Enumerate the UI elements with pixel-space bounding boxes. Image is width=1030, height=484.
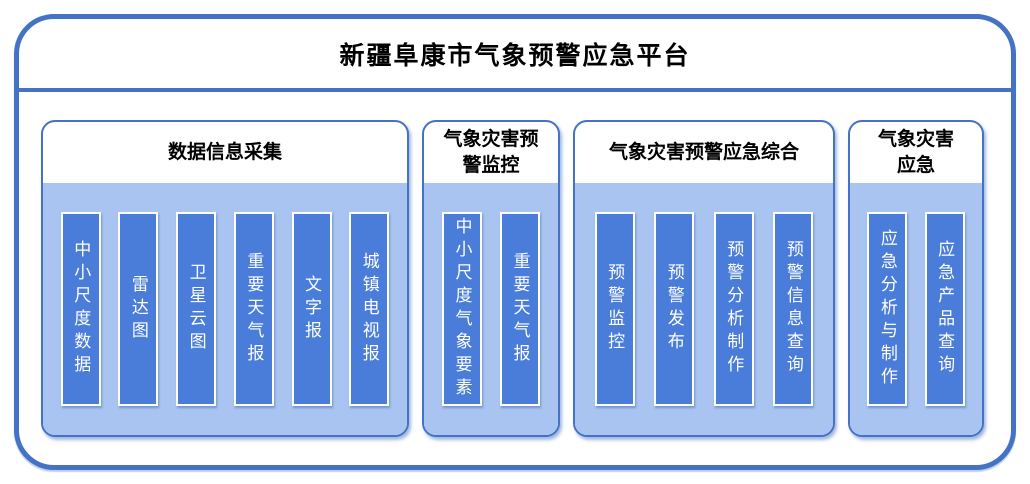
panel-header: 气象灾害应急 xyxy=(850,122,982,183)
module-item: 卫星云图 xyxy=(176,212,217,406)
panel-body: 应急分析与制作 应急产品查询 xyxy=(850,183,982,435)
panel-title: 气象灾害预警监控 xyxy=(443,128,539,176)
module-item: 中小尺度数据 xyxy=(60,212,101,406)
panel-body: 中小尺度气象要素 重要天气报 xyxy=(424,183,558,435)
panel-title: 气象灾害应急 xyxy=(877,128,954,176)
platform-title: 新疆阜康市气象预警应急平台 xyxy=(339,41,691,70)
panel-data-collection: 数据信息采集 中小尺度数据 雷达图 卫星云图 重要天气报 文字报 城镇电视报 xyxy=(41,120,409,437)
panel-title: 数据信息采集 xyxy=(167,141,282,163)
module-item: 应急分析与制作 xyxy=(867,212,908,406)
module-item: 重要天气报 xyxy=(233,212,274,406)
panel-header: 气象灾害预警监控 xyxy=(424,122,558,183)
module-item: 应急产品查询 xyxy=(924,212,965,406)
module-item: 预警信息查询 xyxy=(773,212,814,406)
panel-title: 气象灾害预警应急综合 xyxy=(608,141,799,163)
diagram-content: 数据信息采集 中小尺度数据 雷达图 卫星云图 重要天气报 文字报 城镇电视报 气… xyxy=(19,92,1011,465)
platform-diagram-frame: 新疆阜康市气象预警应急平台 数据信息采集 中小尺度数据 雷达图 卫星云图 重要天… xyxy=(14,14,1016,470)
platform-title-bar: 新疆阜康市气象预警应急平台 xyxy=(19,19,1011,92)
module-item: 预警分析制作 xyxy=(713,212,754,406)
panel-body: 中小尺度数据 雷达图 卫星云图 重要天气报 文字报 城镇电视报 xyxy=(43,183,407,435)
panel-header: 气象灾害预警应急综合 xyxy=(575,122,833,183)
panel-body: 预警监控 预警发布 预警分析制作 预警信息查询 xyxy=(575,183,833,435)
module-item: 预警发布 xyxy=(654,212,695,406)
module-item: 预警监控 xyxy=(594,212,635,406)
module-item: 雷达图 xyxy=(118,212,159,406)
panel-header: 数据信息采集 xyxy=(43,122,407,183)
module-item: 城镇电视报 xyxy=(349,212,390,406)
module-item: 文字报 xyxy=(291,212,332,406)
panel-disaster-emergency: 气象灾害应急 应急分析与制作 应急产品查询 xyxy=(848,120,984,437)
panel-warning-monitoring: 气象灾害预警监控 中小尺度气象要素 重要天气报 xyxy=(422,120,560,437)
panel-warning-emergency-comprehensive: 气象灾害预警应急综合 预警监控 预警发布 预警分析制作 预警信息查询 xyxy=(573,120,835,437)
module-item: 中小尺度气象要素 xyxy=(442,212,482,406)
module-item: 重要天气报 xyxy=(500,212,540,406)
